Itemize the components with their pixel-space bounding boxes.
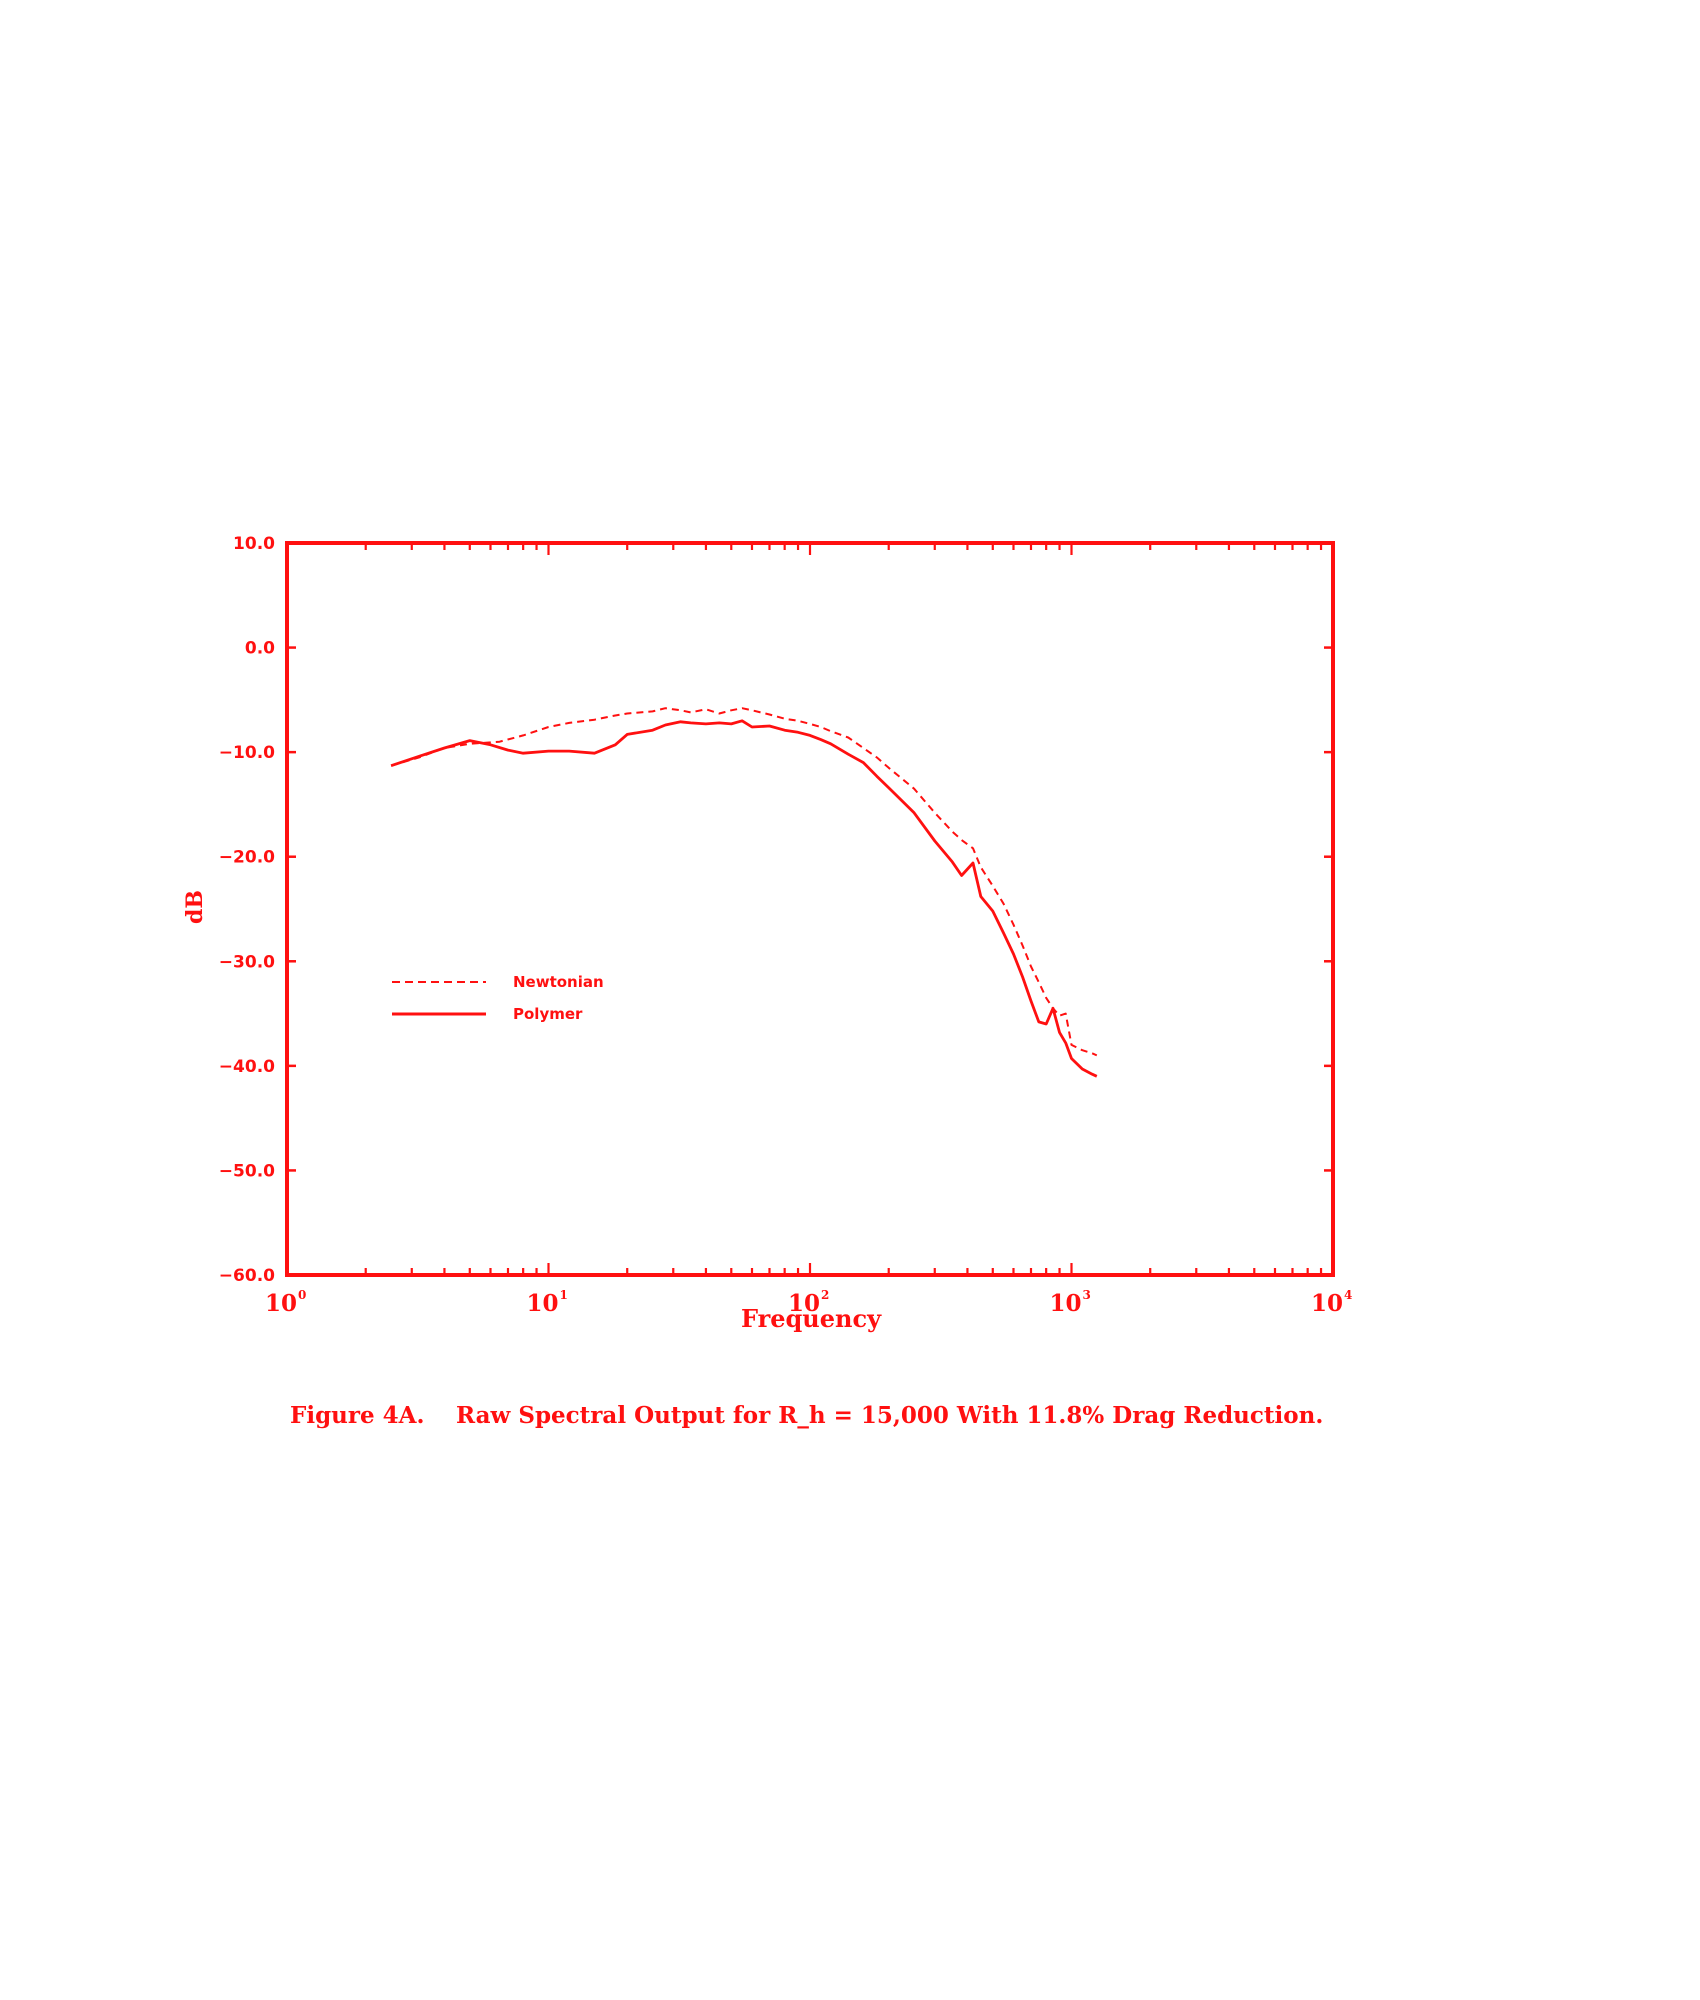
y-tick-label: −40.0 [219, 1057, 275, 1077]
x-tick-exponent: 4 [1344, 1288, 1352, 1302]
x-tick-exponent: 3 [1083, 1288, 1091, 1302]
legend-label-newtonian: Newtonian [513, 973, 604, 991]
series-line-newtonian [390, 707, 1098, 1057]
x-tick-exponent: 2 [821, 1288, 829, 1302]
figure-caption: Figure 4A. Raw Spectral Output for R_h = … [290, 1402, 1490, 1429]
x-tick-label: 10 [788, 1290, 820, 1317]
x-tick-label: 10 [526, 1290, 558, 1317]
y-tick-label: −60.0 [219, 1266, 275, 1286]
x-axis-label: Frequency [741, 1304, 882, 1333]
x-tick-label: 10 [265, 1290, 297, 1317]
caption-text: Raw Spectral Output for R_h = 15,000 Wit… [456, 1402, 1324, 1429]
y-axis-label: dB [182, 890, 208, 924]
x-tick-label: 10 [1049, 1290, 1081, 1317]
x-tick-exponent: 1 [560, 1288, 568, 1302]
plot-layer [390, 707, 1098, 1078]
y-tick-label: −20.0 [219, 848, 275, 868]
y-tick-label: −50.0 [219, 1161, 275, 1181]
series-line-polymer [390, 719, 1098, 1078]
caption-figure-label: Figure 4A. [290, 1402, 425, 1429]
y-tick-label: 10.0 [233, 534, 275, 554]
legend-label-polymer: Polymer [513, 1005, 583, 1023]
x-tick-exponent: 0 [298, 1288, 306, 1302]
y-tick-label: 0.0 [245, 639, 275, 659]
plot-frame [285, 541, 1335, 1277]
y-tick-label: −10.0 [219, 743, 275, 763]
y-tick-label: −30.0 [219, 952, 275, 972]
x-tick-label: 10 [1311, 1290, 1343, 1317]
